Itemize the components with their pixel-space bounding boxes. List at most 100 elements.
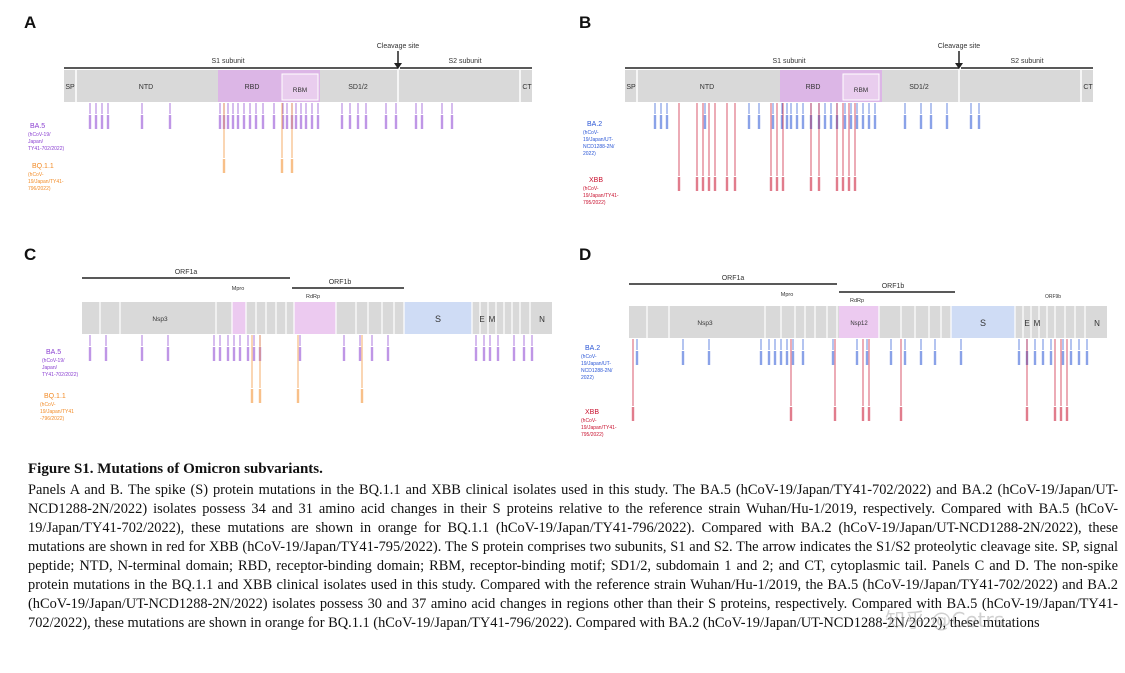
strain2-sub-2: 19/Japan/TY41 <box>40 409 74 415</box>
ba5-mutation-tick-label-mark <box>238 347 242 361</box>
strain1-sub-3: TY41-702/2022) <box>28 146 64 152</box>
ba2-mutation-tick-label-mark <box>759 351 763 365</box>
s2-label: S2 subunit <box>448 58 481 65</box>
ba2-mutation-tick-label-mark <box>789 115 793 129</box>
cleavage-label: Cleavage site <box>377 43 420 50</box>
rdrp-region <box>839 306 879 338</box>
ba5-mutation-tick-label-mark <box>340 115 344 129</box>
ba5-mutation-tick-label-mark <box>218 115 222 129</box>
ba5-mutation-tick-label-mark <box>384 115 388 129</box>
ba2-mutation-tick-label-mark <box>873 115 877 129</box>
panel-b-letter: B <box>579 13 591 32</box>
ba2-mutation-tick-label-mark <box>969 115 973 129</box>
ba5-mutation-tick-label-mark <box>106 115 110 129</box>
nsp3-label: Nsp3 <box>697 320 713 327</box>
orf1a-label: ORF1a <box>175 269 198 276</box>
ba5-mutation-tick-label-mark <box>342 347 346 361</box>
strain1-sub-2: Japan/ <box>42 365 58 371</box>
ba5-mutation-tick-label-mark <box>166 347 170 361</box>
cleavage-label: Cleavage site <box>938 43 981 50</box>
rbm-label: RBM <box>293 87 307 94</box>
ba2-mutation-tick-label-mark <box>801 115 805 129</box>
sd12-label: SD1/2 <box>348 84 368 91</box>
ntd-label: NTD <box>139 84 153 91</box>
ba2-mutation-tick-label-mark <box>933 351 937 365</box>
ba2-mutation-tick-label-mark <box>823 115 827 129</box>
strain2-sub-2: 19/Japan/TY41- <box>28 179 64 185</box>
ba2-mutation-tick-label-mark <box>665 115 669 129</box>
nsp-dividers <box>99 302 531 334</box>
xbb-mutation-tick-label-mark <box>861 407 865 421</box>
rbm-label: RBM <box>854 87 868 94</box>
ba5-mutation-tick-label-mark <box>248 115 252 129</box>
strain1-sub-3: TY41-702/2022) <box>42 372 78 378</box>
xbb-mutation-ticks <box>677 103 857 191</box>
rbm-region <box>842 73 880 101</box>
ba2-mutation-tick-label-mark <box>867 115 871 129</box>
orf9b-label: ORF9b <box>1045 294 1061 300</box>
xbb-mutation-tick-label-mark <box>833 407 837 421</box>
spike-region <box>404 302 472 334</box>
strain1-sub-4: 2022) <box>583 151 596 157</box>
ct-label: CT <box>1083 84 1093 91</box>
ba5-mutation-tick-label-mark <box>252 347 256 361</box>
ba2-mutation-tick-label-mark <box>780 115 784 129</box>
xbb-mutation-tick-label-mark <box>769 177 773 191</box>
bq11-mutation-tick-label-mark <box>290 159 294 173</box>
xbb-mutation-tick-label-mark <box>809 177 813 191</box>
panel-d: D ORF1a ORF1b Mpro RdRp ORF9b Nsp3 Nsp12… <box>575 238 1115 448</box>
rbd-label: RBD <box>245 84 260 91</box>
sp-label: SP <box>626 84 636 91</box>
ba5-mutation-tick-label-mark <box>212 347 216 361</box>
ba2-mutation-tick-label-mark <box>959 351 963 365</box>
ba2-mutation-tick-label-mark <box>707 351 711 365</box>
bq11-mutation-tick-label-mark <box>250 389 254 403</box>
n-label: N <box>1094 319 1100 328</box>
ba5-mutation-tick-label-mark <box>358 347 362 361</box>
xbb-mutation-tick-label-mark <box>1025 407 1029 421</box>
ba5-mutation-tick-label-mark <box>88 115 92 129</box>
ba2-mutation-tick-label-mark <box>757 115 761 129</box>
s1-label: S1 subunit <box>772 58 805 65</box>
mutation-ticks <box>653 103 981 129</box>
rdrp-region <box>294 302 336 334</box>
xbb-mutation-tick-label-mark <box>733 177 737 191</box>
ba5-mutation-tick-label-mark <box>94 115 98 129</box>
ba5-mutation-tick-label-mark <box>522 347 526 361</box>
strain1-sub-1: (hCoV-19/ <box>28 132 51 138</box>
ba2-mutation-tick-label-mark <box>801 351 805 365</box>
caption-body: Panels A and B. The spike (S) protein mu… <box>28 482 1118 631</box>
mutation-ticks <box>88 335 534 361</box>
panel-d-letter: D <box>579 245 591 264</box>
orf1b-label: ORF1b <box>329 279 352 286</box>
ba2-mutation-tick-label-mark <box>785 351 789 365</box>
ba2-mutation-tick-label-mark <box>889 351 893 365</box>
mpro-label: Mpro <box>781 292 794 298</box>
nsp12-label: Nsp12 <box>850 321 868 327</box>
ntd-label: NTD <box>700 84 714 91</box>
ba5-mutation-tick-label-mark <box>512 347 516 361</box>
strain2-name: XBB <box>585 409 599 416</box>
ba2-mutation-tick-label-mark <box>773 351 777 365</box>
xbb-mutation-tick-label-mark <box>631 407 635 421</box>
ba2-mutation-tick-label-mark <box>1069 351 1073 365</box>
strain2-sub-3: 796/2022) <box>28 186 51 192</box>
strain1-sub-1: (hCoV- <box>583 130 599 136</box>
nsp3-label: Nsp3 <box>152 316 168 323</box>
s-label: S <box>980 318 986 328</box>
ba2-mutation-tick-label-mark <box>903 115 907 129</box>
strain1-sub-1: (hCoV-19/ <box>42 358 65 364</box>
ba2-mutation-tick-label-mark <box>865 351 869 365</box>
rdrp-label: RdRp <box>850 298 864 304</box>
xbb-mutation-tick-label-mark <box>835 177 839 191</box>
ba5-mutation-tick-label-mark <box>140 347 144 361</box>
mpro-region <box>232 302 246 334</box>
ba2-mutation-tick-label-mark <box>861 115 865 129</box>
strain1-sub-2: 19/Japan/UT- <box>583 137 613 143</box>
ba2-mutation-tick-label-mark <box>747 115 751 129</box>
ba2-mutation-tick-label-mark <box>1085 351 1089 365</box>
nsp-dividers <box>646 306 1086 338</box>
ba2-mutation-tick-label-mark <box>919 115 923 129</box>
strain1-sub-2: 19/Japan/UT- <box>581 361 611 367</box>
mpro-label: Mpro <box>232 286 245 292</box>
